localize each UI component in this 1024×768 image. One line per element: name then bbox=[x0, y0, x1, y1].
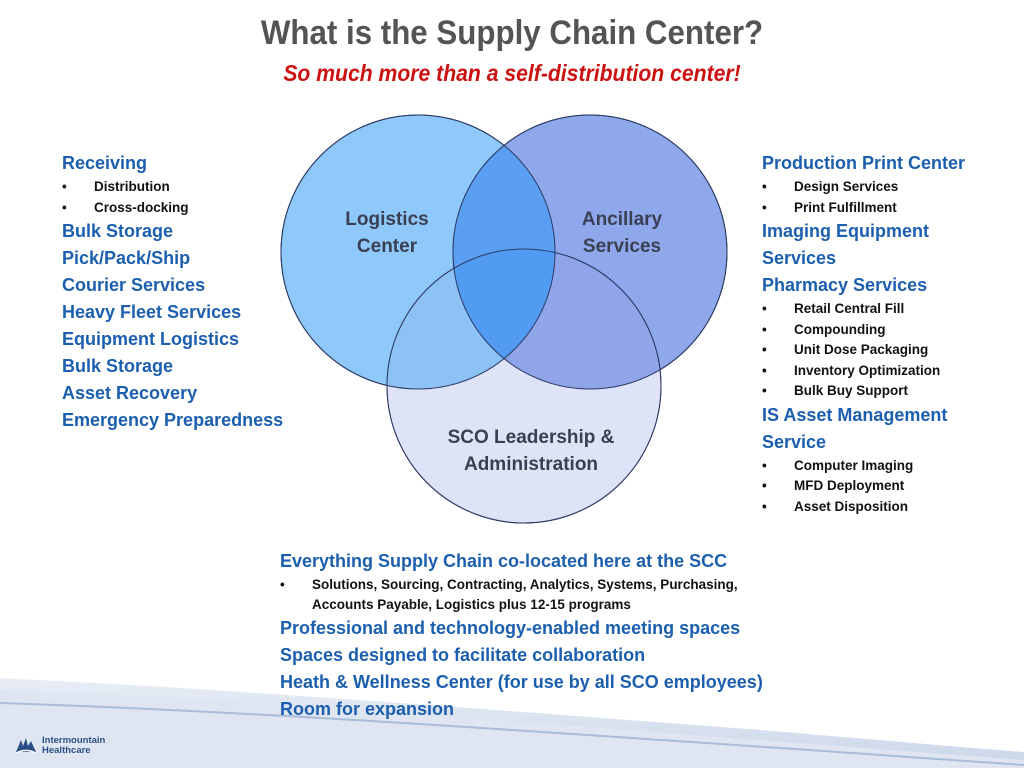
list-heading: Asset Recovery bbox=[62, 383, 198, 403]
bullet-dot: • bbox=[762, 342, 767, 357]
bullet-dot: • bbox=[62, 199, 67, 215]
list-heading: Bulk Storage bbox=[62, 221, 174, 241]
list-bullet-item: • Distribution bbox=[62, 177, 283, 198]
logo-line2: Healthcare bbox=[42, 745, 91, 756]
bullet-dot: • bbox=[762, 457, 767, 473]
list-heading: Emergency Preparedness bbox=[62, 410, 284, 430]
bullet-dot: • bbox=[762, 478, 767, 493]
list-heading: Service bbox=[762, 431, 827, 452]
bullet-text: Accounts Payable, Logistics plus 12-15 p… bbox=[312, 597, 631, 612]
venn-label-logistics-line1: Logistics bbox=[345, 209, 428, 230]
bullet-text: Bulk Buy Support bbox=[794, 383, 908, 398]
list-bullet-item: • Unit Dose Packaging bbox=[762, 340, 965, 361]
list-bullet-item: • Bulk Buy Support bbox=[762, 381, 965, 402]
list-bullet-item: • Compounding bbox=[762, 320, 965, 341]
bullet-text: Unit Dose Packaging bbox=[794, 342, 929, 357]
bullet-text: MFD Deployment bbox=[794, 478, 905, 493]
list-heading: Room for expansion bbox=[280, 699, 455, 719]
bullet-dot: • bbox=[762, 383, 767, 398]
bottom-feature-list: Everything Supply Chain co-located here … bbox=[280, 548, 763, 723]
list-heading: Imaging Equipment bbox=[762, 221, 930, 241]
list-heading: IS Asset Management bbox=[762, 404, 948, 425]
list-heading: Everything Supply Chain co-located here … bbox=[280, 551, 728, 571]
bullet-dot: • bbox=[762, 179, 767, 194]
venn-label-ancillary-line1: Ancillary bbox=[582, 209, 663, 230]
bullet-dot: • bbox=[762, 199, 767, 215]
bullet-text: Retail Central Fill bbox=[794, 301, 905, 316]
bullet-text: Print Fulfillment bbox=[794, 199, 897, 215]
bullet-dot: • bbox=[762, 498, 767, 514]
bullet-dot: • bbox=[762, 362, 767, 378]
list-heading: Pick/Pack/Ship bbox=[62, 248, 191, 268]
bullet-dot: • bbox=[280, 577, 285, 592]
list-heading: Equipment Logistics bbox=[62, 329, 240, 349]
list-heading: Courier Services bbox=[62, 275, 206, 295]
bullet-dot: • bbox=[762, 321, 767, 337]
list-heading: Heavy Fleet Services bbox=[62, 302, 242, 322]
venn-label-sco-line1: SCO Leadership & bbox=[448, 427, 615, 448]
list-heading: Production Print Center bbox=[762, 153, 966, 173]
list-bullet-item: • Computer Imaging bbox=[762, 456, 965, 477]
slide-title: What is the Supply Chain Center? bbox=[260, 14, 764, 52]
bullet-dot: • bbox=[62, 179, 67, 194]
list-heading: Professional and technology-enabled meet… bbox=[280, 618, 741, 638]
list-bullet-item: • Retail Central Fill bbox=[762, 299, 965, 320]
hands-logo-icon bbox=[15, 738, 37, 754]
list-bullet-item: • Solutions, Sourcing, Contracting, Analy… bbox=[280, 575, 763, 595]
list-bullet-item: • Print Fulfillment bbox=[762, 198, 965, 219]
list-heading: Spaces designed to facilitate collaborat… bbox=[280, 645, 646, 665]
venn-label-ancillary-line2: Services bbox=[583, 236, 661, 257]
intermountain-logo: Intermountain Healthcare bbox=[14, 736, 105, 756]
bullet-text: Cross-docking bbox=[94, 199, 189, 215]
bullet-text: Solutions, Sourcing, Contracting, Analyt… bbox=[312, 577, 738, 592]
bullet-text: Asset Disposition bbox=[794, 498, 909, 514]
list-heading: Receiving bbox=[62, 153, 148, 173]
bullet-text: Design Services bbox=[794, 179, 899, 194]
list-heading: Bulk Storage bbox=[62, 356, 174, 376]
list-bullet-continuation: Accounts Payable, Logistics plus 12-15 p… bbox=[280, 595, 763, 615]
list-bullet-item: • Inventory Optimization bbox=[762, 361, 965, 382]
bullet-text: Compounding bbox=[794, 321, 886, 337]
bullet-text: Computer Imaging bbox=[794, 457, 914, 473]
bullet-text: Inventory Optimization bbox=[794, 362, 941, 378]
logo-line1: Intermountain bbox=[42, 735, 106, 746]
list-bullet-item: • MFD Deployment bbox=[762, 476, 965, 497]
bullet-dot: • bbox=[762, 301, 767, 316]
bullet-text: Distribution bbox=[94, 179, 170, 194]
venn-label-sco-line2: Administration bbox=[464, 454, 598, 475]
list-bullet-item: • Cross-docking bbox=[62, 198, 283, 219]
list-bullet-item: • Asset Disposition bbox=[762, 497, 965, 518]
list-heading: Heath & Wellness Center (for use by all … bbox=[280, 672, 763, 692]
list-heading: Services bbox=[762, 248, 837, 268]
slide-subtitle: So much more than a self-distribution ce… bbox=[283, 60, 741, 86]
list-bullet-item: • Design Services bbox=[762, 177, 965, 198]
venn-label-logistics-line2: Center bbox=[357, 236, 418, 257]
list-heading: Pharmacy Services bbox=[762, 275, 928, 295]
right-service-list: Production Print Center•Design Services•… bbox=[762, 150, 965, 517]
